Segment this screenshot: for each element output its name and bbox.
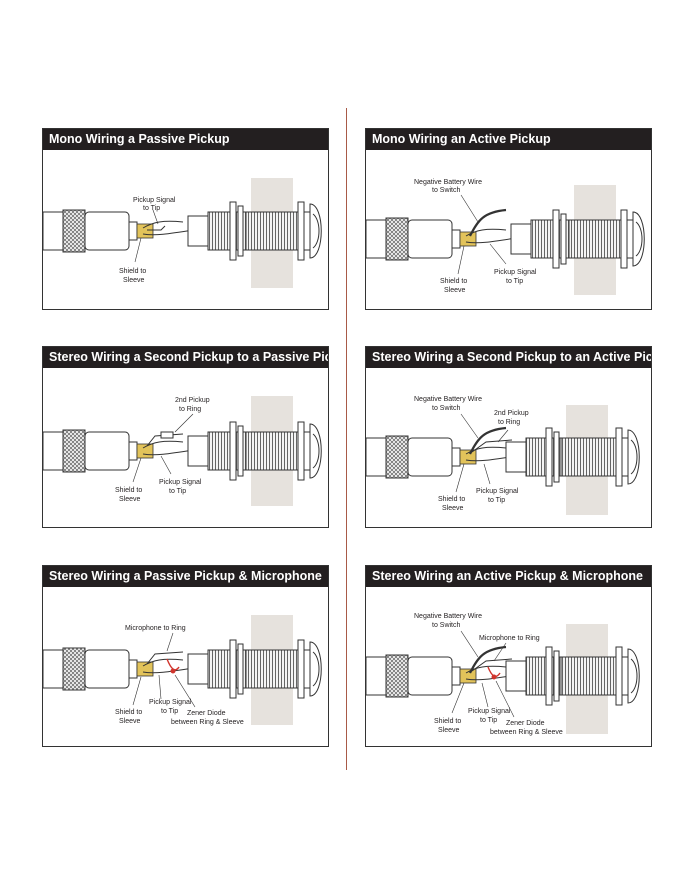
label-to-tip: to Tip — [169, 488, 186, 495]
label-sleeve: Sleeve — [123, 277, 145, 284]
label-shield-to: Shield to — [115, 709, 142, 716]
label-2nd-pickup: 2nd Pickup — [494, 410, 529, 417]
callout-line — [166, 632, 174, 652]
jack-body — [187, 201, 322, 261]
label-shield-to: Shield to — [434, 718, 461, 725]
cable-plug — [366, 654, 477, 698]
panel-title: Stereo Wiring an Active Pickup & Microph… — [366, 566, 651, 587]
label-to-tip: to Tip — [143, 205, 160, 212]
label-microphone-to-ring: Microphone to Ring — [125, 625, 186, 632]
label-pickup-signal: Pickup Signal — [494, 269, 537, 276]
callout-line — [460, 413, 479, 439]
callout-line — [495, 680, 515, 718]
label-to-ring: to Ring — [498, 419, 520, 426]
label-shield-to: Shield to — [438, 496, 465, 503]
callout-line — [489, 243, 507, 265]
panel-mono-active: Mono Wiring an Active Pickup Negat — [365, 128, 652, 310]
jack-body — [505, 427, 640, 487]
label-between-ring-sleeve: between Ring & Sleeve — [171, 719, 244, 726]
label-between-ring-sleeve: between Ring & Sleeve — [490, 729, 563, 736]
cable-plug — [366, 217, 477, 261]
panel-stereo-second-pickup-active: Stereo Wiring a Second Pickup to an Acti… — [365, 346, 652, 528]
label-to-ring: to Ring — [179, 406, 201, 413]
callout-line — [493, 642, 507, 662]
label-to-switch: to Switch — [432, 405, 461, 412]
wires — [142, 220, 194, 236]
callout-line — [174, 413, 194, 433]
label-to-tip: to Tip — [161, 708, 178, 715]
label-to-tip: to Tip — [480, 717, 497, 724]
jack-body — [187, 421, 322, 481]
jack-body — [505, 646, 640, 706]
label-negative-battery-wire: Negative Battery Wire — [414, 179, 482, 186]
label-pickup-signal: Pickup Signal — [476, 488, 519, 495]
jack-body — [187, 639, 322, 699]
label-2nd-pickup: 2nd Pickup — [175, 397, 210, 404]
label-negative-battery-wire: Negative Battery Wire — [414, 396, 482, 403]
panel-stereo-passive-microphone: Stereo Wiring a Passive Pickup & Microph… — [42, 565, 329, 747]
callout-line — [483, 463, 491, 485]
wires — [142, 651, 194, 674]
label-shield-to: Shield to — [115, 487, 142, 494]
panel-title: Mono Wiring a Passive Pickup — [43, 129, 328, 150]
label-microphone-to-ring: Microphone to Ring — [479, 635, 540, 642]
label-sleeve: Sleeve — [119, 496, 141, 503]
callout-line — [152, 209, 159, 225]
panel-title: Stereo Wiring a Second Pickup to a Passi… — [43, 347, 328, 368]
callout-line — [497, 429, 509, 443]
callout-line — [460, 194, 479, 223]
label-to-switch: to Switch — [432, 187, 461, 194]
label-negative-battery-wire: Negative Battery Wire — [414, 613, 482, 620]
cable-plug — [43, 209, 154, 253]
label-pickup-signal: Pickup Signal — [149, 699, 192, 706]
label-to-tip: to Tip — [488, 497, 505, 504]
callout-line — [481, 682, 489, 708]
label-shield-to: Shield to — [440, 278, 467, 285]
callout-line — [451, 682, 465, 714]
label-to-switch: to Switch — [432, 622, 461, 629]
callout-line — [158, 674, 162, 700]
label-sleeve: Sleeve — [119, 718, 141, 725]
jack-body — [510, 209, 645, 269]
callout-line — [460, 630, 479, 658]
panel-title: Mono Wiring an Active Pickup — [366, 129, 651, 150]
cable-plug — [366, 435, 477, 479]
label-zener-diode: Zener Diode — [187, 710, 226, 717]
callout-line — [134, 237, 142, 263]
label-pickup-signal: Pickup Signal — [133, 197, 176, 204]
callout-line — [160, 455, 172, 475]
callout-line — [132, 676, 142, 706]
panel-title: Stereo Wiring a Second Pickup to an Acti… — [366, 347, 651, 368]
cable-plug — [43, 429, 154, 473]
label-pickup-signal: Pickup Signal — [468, 708, 511, 715]
wires — [142, 431, 194, 456]
label-sleeve: Sleeve — [444, 287, 466, 294]
panel-stereo-second-pickup-passive: Stereo Wiring a Second Pickup to a Passi… — [42, 346, 329, 528]
panel-title: Stereo Wiring a Passive Pickup & Microph… — [43, 566, 328, 587]
panel-stereo-active-microphone: Stereo Wiring an Active Pickup & Microph… — [365, 565, 652, 747]
callout-line — [457, 245, 465, 275]
callout-line — [174, 674, 196, 708]
column-divider — [346, 108, 347, 770]
label-sleeve: Sleeve — [442, 505, 464, 512]
label-to-tip: to Tip — [506, 278, 523, 285]
wires — [465, 208, 517, 244]
cable-plug — [43, 647, 154, 691]
label-pickup-signal: Pickup Signal — [159, 479, 202, 486]
label-zener-diode: Zener Diode — [506, 720, 545, 727]
panel-mono-passive: Mono Wiring a Passive Pickup Picku — [42, 128, 329, 310]
label-shield-to: Shield to — [119, 268, 146, 275]
callout-line — [132, 457, 142, 483]
callout-line — [455, 463, 465, 493]
label-sleeve: Sleeve — [438, 727, 460, 734]
